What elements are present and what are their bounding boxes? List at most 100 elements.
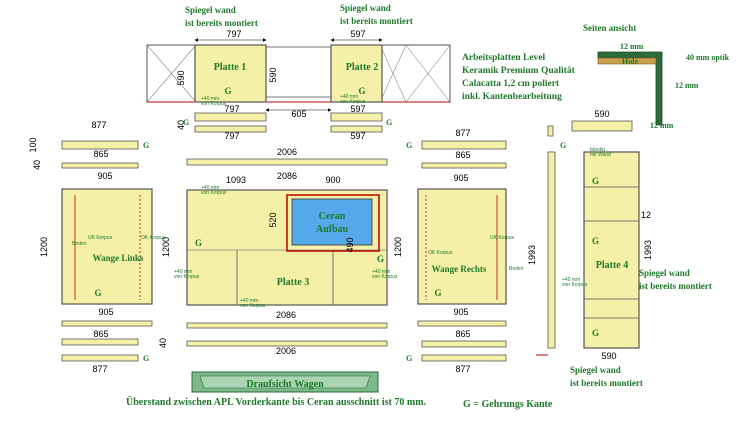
dim-label: 797 — [224, 131, 239, 141]
small-label: Boden — [72, 241, 87, 247]
dim-label: 877 — [455, 128, 470, 138]
dim-label: 590 — [594, 109, 609, 119]
dim-label: 865 — [455, 329, 470, 339]
dim-label: 1200 — [161, 237, 171, 257]
g-marker: G — [434, 288, 441, 298]
g-marker: G — [386, 118, 392, 127]
edge-strip — [61, 140, 139, 150]
edge-strip — [186, 340, 388, 347]
wange-links — [61, 188, 153, 305]
dim-label: 797 — [226, 29, 241, 39]
dim-label: 865 — [455, 150, 470, 160]
dim-label: 590 — [176, 70, 186, 85]
dim-label: 1993 — [527, 245, 537, 265]
edge-strip — [194, 125, 267, 133]
dim-label: 590 — [601, 351, 616, 361]
dim-label: 490 — [345, 237, 355, 252]
edge-strip — [330, 125, 383, 133]
edge-strip — [571, 120, 633, 132]
platte-3-label: Platte 3 — [277, 277, 310, 288]
dim-label: 905 — [453, 307, 468, 317]
edge-strip — [421, 340, 507, 348]
dim-label: 877 — [455, 364, 470, 374]
dim-label: 597 — [350, 104, 365, 114]
dim-label: 877 — [91, 120, 106, 130]
g-marker: G — [183, 118, 189, 127]
dim-label: 40 — [158, 338, 168, 348]
dim-label: 2006 — [276, 346, 296, 356]
g-marker: G — [592, 176, 599, 186]
edge-strip — [61, 162, 139, 169]
side-label: 12 mm — [620, 42, 644, 51]
dim-label: 797 — [224, 104, 239, 114]
platte-4-label: Platte 4 — [596, 260, 629, 271]
small-label: OK Korpus — [428, 250, 453, 256]
dim-label: 865 — [93, 149, 108, 159]
edge-strip — [330, 112, 383, 122]
platte-4-side-strip — [547, 151, 556, 349]
side-label: 12 mm — [650, 121, 674, 130]
edge-strip — [547, 125, 554, 137]
dim-label: 1993 — [643, 240, 653, 260]
side-label: 40 mm optik — [686, 53, 730, 62]
dim-label: 12 — [641, 210, 651, 220]
dim-label: 877 — [92, 364, 107, 374]
g-marker: G — [143, 354, 149, 363]
platte-1 — [194, 44, 267, 103]
g-marker: G — [592, 236, 599, 246]
g-marker: G — [592, 328, 599, 338]
edge-strip — [421, 354, 507, 362]
dim-label: 597 — [350, 29, 365, 39]
side-label: Holz — [622, 57, 638, 66]
g-marker: G — [406, 354, 412, 363]
dim-label: 590 — [268, 67, 278, 82]
edge-strip — [194, 112, 267, 122]
platte-2 — [330, 44, 383, 103]
dim-label: 2086 — [277, 171, 297, 181]
dim-label: 2086 — [276, 310, 296, 320]
platte-1-label: Platte 1 — [214, 62, 247, 73]
small-label: UK Korpus — [490, 235, 515, 241]
small-label: Boden — [509, 266, 524, 272]
spec-text: Arbeitsplatten Level Keramik Premium Qua… — [462, 53, 577, 102]
g-marker: G — [143, 141, 149, 150]
small-label: UK Korpus — [88, 235, 113, 241]
g-marker: G — [195, 238, 202, 248]
g-marker: G — [560, 141, 566, 150]
dim-label: 1093 — [226, 175, 246, 185]
dim-label: 605 — [291, 109, 306, 119]
ceran-glass — [291, 198, 373, 246]
g-marker: G — [224, 86, 231, 96]
dim-label: 900 — [325, 175, 340, 185]
platte-2-label: Platte 2 — [346, 62, 379, 73]
wange-links-label: Wange Links — [93, 253, 144, 263]
edge-strip — [61, 354, 139, 362]
edge-strip — [186, 322, 388, 329]
dim-label: 1200 — [39, 237, 49, 257]
edge-strip — [61, 338, 139, 346]
dim-label: 905 — [453, 173, 468, 183]
side-wood — [597, 57, 657, 65]
g-marker: G — [377, 254, 384, 264]
g-marker: G — [94, 288, 101, 298]
dim-label: 2006 — [277, 147, 297, 157]
g-marker: G — [358, 86, 365, 96]
dim-label: 100 — [28, 137, 38, 152]
upper-cabinets — [146, 44, 451, 103]
edge-strip — [417, 320, 507, 327]
gehrung-legend: G = Gehrungs Kante — [463, 399, 553, 410]
side-label: 12 mm — [675, 81, 699, 90]
dim-label: 905 — [98, 307, 113, 317]
seiten-ansicht-label: Seiten ansicht — [583, 23, 636, 33]
